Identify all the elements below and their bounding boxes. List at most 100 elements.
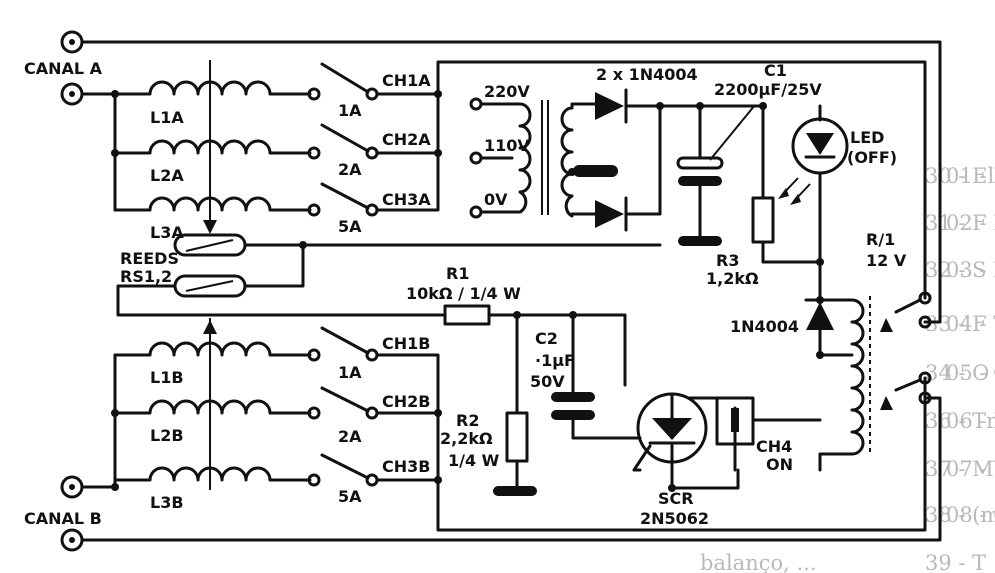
bg-right-6: 36 - Tr <box>925 409 995 433</box>
bg-right-8: 38 - (m <box>925 503 995 527</box>
v0-label: 0V <box>484 190 508 209</box>
relay-coil <box>850 298 865 456</box>
coil-l1b <box>113 341 312 357</box>
resistor-r3 <box>751 196 775 244</box>
coil-l3a <box>113 196 312 212</box>
scr-2n5062 <box>632 392 740 492</box>
l1a-label: L1A <box>150 108 184 127</box>
bg-line-7: 07 - VU-Meter luminoso sofisticado (7) <box>946 457 995 481</box>
r3-label: R3 <box>716 251 739 270</box>
bg-line-9: balanço, ... <box>700 551 817 573</box>
channel-a-switches <box>307 62 442 217</box>
switch-ch4 <box>715 396 822 472</box>
ch4-label: CH4 <box>756 437 792 456</box>
coil-l3b <box>113 466 312 482</box>
background-page-text: 01 - Display Eletrônico (4) 02 - Micro-t… <box>700 164 995 573</box>
input-terminals <box>60 30 84 552</box>
led-and-r3 <box>751 104 849 300</box>
resistor-r1 <box>443 304 627 387</box>
l3b-label: L3B <box>150 493 184 512</box>
ch4-state: ON <box>766 455 793 474</box>
capacitor-c2 <box>551 392 595 402</box>
switch-2a <box>320 123 370 153</box>
switch-2a-label: 2A <box>338 160 362 179</box>
bg-right-2: 31 - F <box>925 211 987 235</box>
ch3a-label: CH3A <box>382 190 431 209</box>
bg-line-2: 02 - Micro-transmissor (4) <box>946 211 995 235</box>
canal-b-label: CANAL B <box>24 509 102 528</box>
channel-b-switches <box>307 326 927 532</box>
bg-right-3: 32 - S <box>925 258 987 282</box>
bg-right-5: 34 - O <box>925 361 989 385</box>
l2b-label: L2B <box>150 426 184 445</box>
bg-right-4: 33 - F <box>925 312 987 336</box>
rs12-label: RS1,2 <box>120 267 172 286</box>
relay-voltage: 12 V <box>866 251 907 270</box>
relay-label: R/1 <box>866 230 895 249</box>
led-label: LED <box>850 128 884 147</box>
switch-5b <box>320 453 370 480</box>
r2-label: R2 <box>456 411 479 430</box>
switch-5a <box>320 182 370 210</box>
bg-right-1: 30 - El <box>925 164 994 188</box>
capacitor-c1 <box>676 104 756 246</box>
c1-value: 2200µF/25V <box>714 80 822 99</box>
channel-a-coils <box>80 60 312 234</box>
r3-value: 1,2kΩ <box>706 269 759 288</box>
channel-b-coils <box>80 318 312 491</box>
r2-c2 <box>493 313 642 496</box>
bg-line-4: 04 - Timer com aviso de fim de tempo (5) <box>946 312 995 336</box>
led-off-label: (OFF) <box>847 148 897 167</box>
ch2b-label: CH2B <box>382 392 430 411</box>
top-rail-wire <box>80 40 942 324</box>
reeds-label: REEDS <box>120 249 179 268</box>
switch-1b-label: 1A <box>338 363 362 382</box>
scr-part: 2N5062 <box>640 509 709 528</box>
channel-a-relay-wire <box>436 60 927 300</box>
switch-1a-label: 1A <box>338 101 362 120</box>
c2-voltage: 50V <box>530 372 565 391</box>
relay-section <box>804 291 932 472</box>
transformer <box>469 97 618 219</box>
r2-value: 2,2kΩ <box>440 429 493 448</box>
switch-5b-label: 5A <box>338 487 362 506</box>
coil-l2a <box>113 139 312 155</box>
c2-value: ·1µF <box>535 351 575 370</box>
bg-right-9: 39 - T <box>925 551 986 573</box>
diode-d3 <box>806 302 834 330</box>
v220-label: 220V <box>484 82 530 101</box>
switch-2b-label: 2A <box>338 427 362 446</box>
diode-d2 <box>595 200 624 228</box>
reed-switches <box>116 233 662 317</box>
diodes-label: 2 x 1N4004 <box>596 65 698 84</box>
l1b-label: L1B <box>150 368 184 387</box>
l2a-label: L2A <box>150 166 184 185</box>
bg-line-5: 05 - Controlador de motor de passo (6) <box>946 361 995 385</box>
scr-label: SCR <box>658 489 694 508</box>
diode-d1 <box>595 92 624 120</box>
r1-label: R1 <box>446 264 469 283</box>
switch-1b <box>320 326 370 355</box>
r2-watt: 1/4 W <box>448 451 500 470</box>
bg-line-8: 08 - Controle digital de volume, <box>946 503 995 527</box>
v110-label: 110V <box>484 136 530 155</box>
bg-line-6: 06 - Indicador de ... <box>946 409 995 433</box>
switch-2b <box>320 386 370 413</box>
ch1a-label: CH1A <box>382 71 431 90</box>
c1-label: C1 <box>764 61 787 80</box>
ch3b-label: CH3B <box>382 457 430 476</box>
canal-a-label: CANAL A <box>24 59 103 78</box>
bg-right-7: 37 - M <box>925 457 994 481</box>
c2-label: C2 <box>535 329 558 348</box>
rectifier-diodes <box>595 88 767 232</box>
switch-5a-label: 5A <box>338 217 362 236</box>
bottom-rail-wire <box>80 396 942 542</box>
switch-1a <box>320 62 370 94</box>
coil-l2b <box>113 399 312 415</box>
coil-l1a <box>113 80 312 96</box>
l3a-label: L3A <box>150 223 184 242</box>
bg-line-3: 03 - Módulo de Contagem TTL (5) <box>946 258 995 282</box>
ch1b-label: CH1B <box>382 334 430 353</box>
bg-line-1: 01 - Display Eletrônico (4) <box>946 164 995 188</box>
